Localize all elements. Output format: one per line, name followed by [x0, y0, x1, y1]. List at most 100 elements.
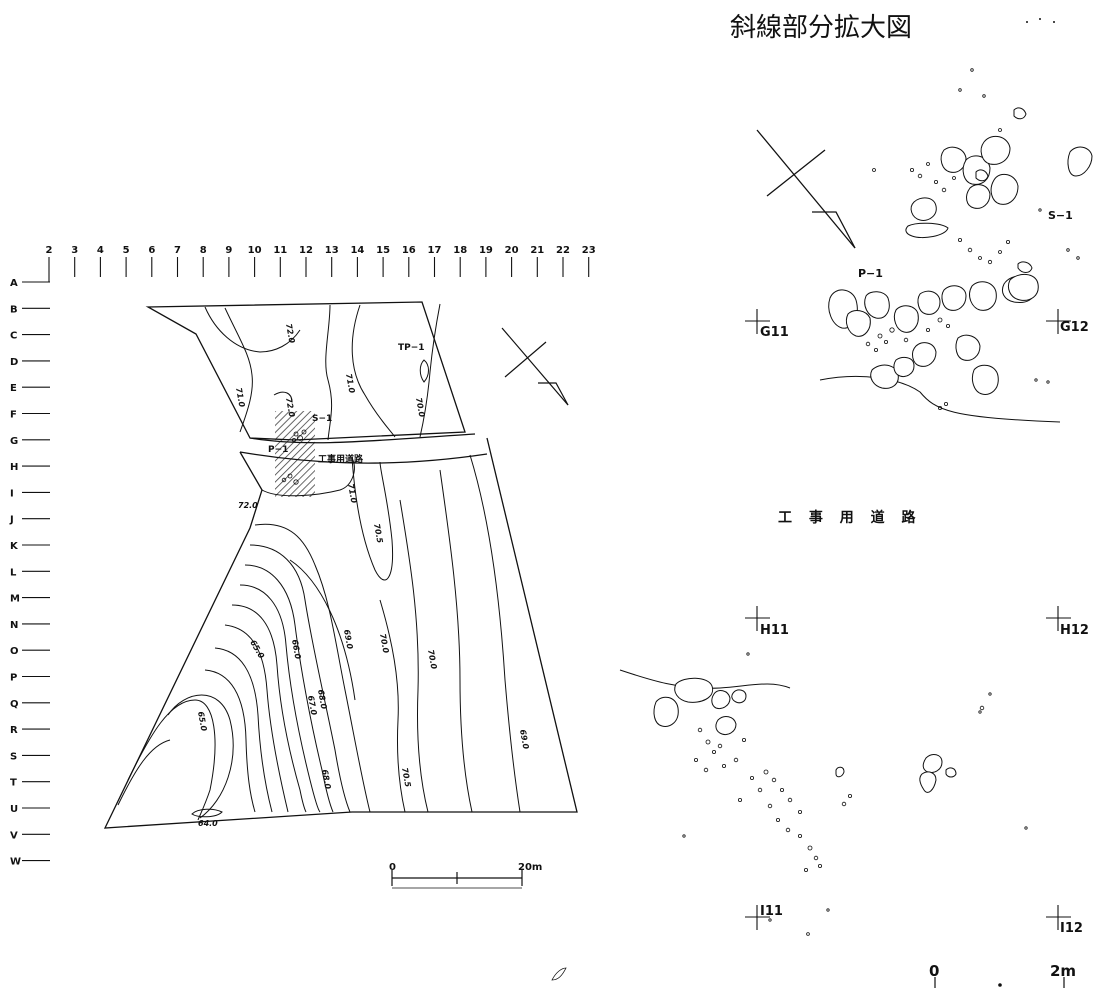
lower-site-boundary: [103, 437, 578, 829]
contour-label: 67.0: [306, 695, 318, 716]
grid-column-label: 8: [200, 245, 207, 256]
detail-s1-label: S−1: [1048, 209, 1073, 222]
grid-column-label: 21: [530, 245, 544, 256]
upper-site-boundary: [145, 301, 466, 441]
contour-label: 70.5: [372, 523, 384, 544]
grid-column-label: 2: [46, 245, 53, 256]
grid-column-label: 23: [582, 245, 596, 256]
grid-column-label: 16: [402, 245, 416, 256]
grid-column-label: 14: [350, 245, 364, 256]
contour-label: 68.0: [316, 689, 328, 710]
grid-column-label: 19: [479, 245, 493, 256]
grid-column-label: 20: [505, 245, 519, 256]
scale-bar-main: [391, 870, 523, 889]
contour-label: 71.0: [346, 483, 358, 504]
scale-start-label: 0: [389, 862, 396, 873]
excavation-edges: [619, 375, 1061, 689]
grid-point-i12: I12: [1060, 921, 1083, 936]
stone-cluster-detail-upper: [828, 107, 1093, 395]
detail-scale-end-label: 2m: [1050, 962, 1076, 980]
contour-label: 70.0: [378, 633, 390, 654]
detail-p1-label: P−1: [858, 267, 883, 280]
contour-label: 66.0: [290, 639, 302, 660]
grid-column-label: 9: [225, 245, 232, 256]
contour-label: 71.0: [344, 373, 356, 394]
pebbles-detail-lower: [682, 652, 1028, 936]
grid-row-label: O: [10, 646, 19, 657]
grid-row-label: S: [10, 751, 17, 762]
contour-label: 65.0: [248, 639, 266, 661]
grid-row-label: U: [10, 804, 18, 815]
grid-row-label: L: [10, 567, 17, 578]
grid-column-label: 4: [97, 245, 104, 256]
stone-cluster-detail-lower: [653, 677, 957, 793]
grid-row-label: F: [10, 410, 17, 421]
grid-row-label: I: [10, 488, 14, 499]
scale-end-label: 20m: [518, 862, 542, 873]
road-label: 工事用道路: [318, 453, 364, 465]
contour-label: 70.0: [426, 649, 438, 670]
contour-lines-upper: [204, 303, 441, 441]
enlarged-detail-map: G11 G12 H11 H12 I11 I12 S−1 P−1 工 事 用 道 …: [551, 68, 1093, 988]
grid-point-h12: H12: [1060, 623, 1089, 638]
stray-mark: [551, 967, 567, 981]
grid-column-label: 18: [453, 245, 467, 256]
scale-bar-detail: [934, 977, 1065, 988]
contour-label: 72.0: [284, 397, 296, 418]
grid-point-g12: G12: [1060, 320, 1089, 335]
pebbles-detail-upper: [865, 68, 1080, 410]
north-arrow-main: [501, 327, 569, 406]
contour-label: 72.0: [284, 323, 296, 344]
grid-row-label: K: [10, 541, 19, 552]
contour-label: 65.0: [196, 711, 208, 732]
contour-label: 72.0: [238, 501, 258, 510]
tp1-label: TP−1: [398, 343, 425, 353]
contour-label: 70.0: [414, 397, 426, 418]
detail-road-label: 工 事 用 道 路: [778, 509, 922, 526]
p1-label: P−1: [268, 445, 288, 455]
grid-row-label: E: [10, 383, 17, 394]
contour-label: 71.0: [234, 387, 246, 408]
grid-point-h11: H11: [760, 623, 789, 638]
grid-row-label: C: [10, 331, 17, 342]
grid-crosses-detail: [745, 309, 1071, 930]
grid-row-label: Q: [10, 699, 19, 710]
grid-row-label: R: [10, 725, 18, 736]
contour-label: 68.0: [320, 769, 332, 790]
title-dots: [1026, 18, 1055, 23]
contour-label: 70.5: [400, 767, 412, 788]
grid-row-label: W: [10, 857, 21, 868]
grid-column-label: 7: [174, 245, 181, 256]
grid-row-label: N: [10, 620, 18, 631]
grid-point-i11: I11: [760, 904, 783, 919]
grid-column-label: 5: [123, 245, 130, 256]
stone-cluster-main: [281, 429, 307, 485]
grid-column-label: 15: [376, 245, 390, 256]
grid-row-label: J: [9, 515, 14, 526]
grid-column-label: 11: [273, 245, 287, 256]
grid-point-labels: G11 G12 H11 H12 I11 I12: [760, 320, 1089, 936]
grid-column-label: 6: [148, 245, 155, 256]
grid-column-label: 13: [325, 245, 339, 256]
grid-row-label: P: [10, 673, 17, 684]
north-arrow-detail: [756, 129, 856, 249]
hatched-area: [275, 411, 315, 497]
construction-road: [239, 433, 488, 464]
contour-label: 69.0: [342, 629, 354, 650]
grid-column-label: 17: [428, 245, 442, 256]
grid-column-label: 10: [248, 245, 262, 256]
grid-row-label: A: [10, 278, 18, 289]
grid-row-label: D: [10, 357, 18, 368]
grid-column-label: 3: [71, 245, 78, 256]
grid-column-label: 12: [299, 245, 313, 256]
grid-row-label: B: [10, 304, 18, 315]
grid-point-g11: G11: [760, 325, 789, 340]
detail-scale-start-label: 0: [929, 962, 939, 980]
grid-row-label: M: [10, 594, 20, 605]
figure-title: 斜線部分拡大図: [730, 13, 912, 43]
grid-column-label: 22: [556, 245, 570, 256]
